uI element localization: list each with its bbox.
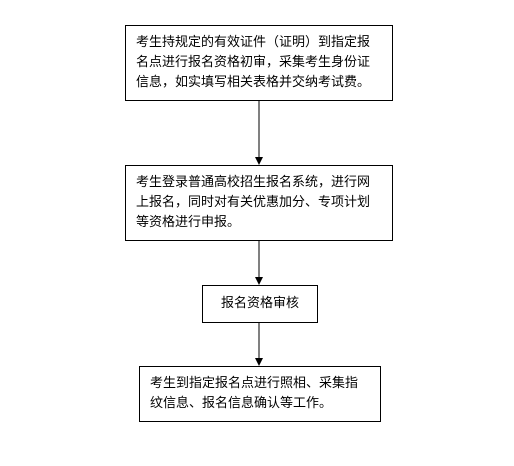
flow-step-1-text: 考生持规定的有效证件（证明）到指定报名点进行报名资格初审，采集考生身份证信息，如… xyxy=(136,35,371,90)
flow-step-4: 考生到指定报名点进行照相、采集指纹信息、报名信息确认等工作。 xyxy=(139,366,381,422)
flow-step-1: 考生持规定的有效证件（证明）到指定报名点进行报名资格初审，采集考生身份证信息，如… xyxy=(125,25,393,101)
flow-step-2-text: 考生登录普通高校招生报名系统，进行网上报名，同时对有关优惠加分、专项计划等资格进… xyxy=(136,175,371,230)
flow-step-4-text: 考生到指定报名点进行照相、采集指纹信息、报名信息确认等工作。 xyxy=(150,376,359,411)
flow-step-3: 报名资格审核 xyxy=(202,285,318,323)
flow-step-3-text: 报名资格审核 xyxy=(220,296,299,311)
flow-step-2: 考生登录普通高校招生报名系统，进行网上报名，同时对有关优惠加分、专项计划等资格进… xyxy=(125,165,393,241)
